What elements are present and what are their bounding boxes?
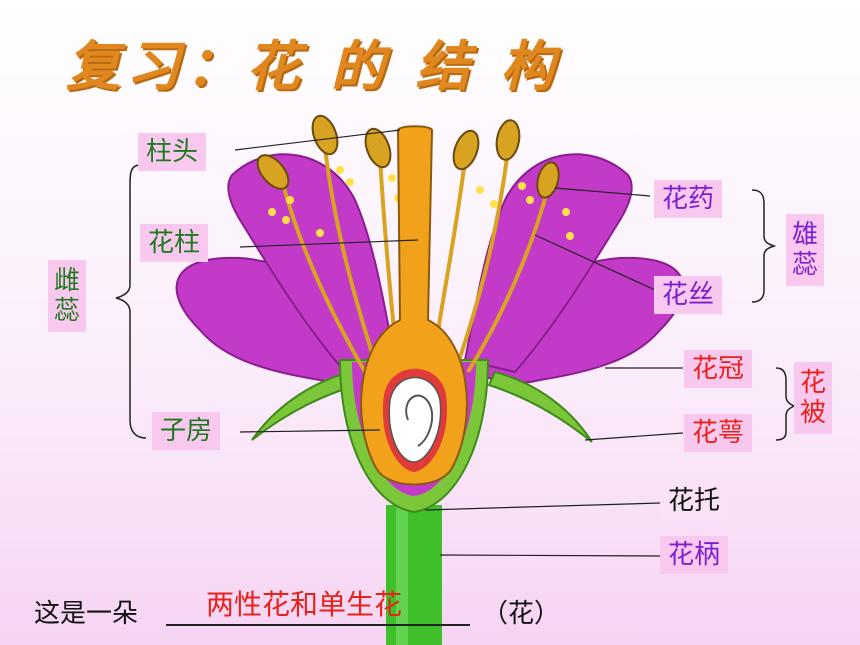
pedicel — [386, 505, 442, 645]
question-prefix: 这是一朵 — [34, 599, 139, 629]
answer-text: 两性花和单生花 — [206, 588, 403, 621]
answer-blank — [166, 588, 470, 626]
label-pistil: 雌蕊 — [48, 260, 86, 332]
label-perianth: 花被 — [794, 362, 832, 434]
sepal-right — [487, 370, 593, 443]
label-corolla: 花冠 — [684, 350, 753, 388]
question-suffix: （花） — [482, 599, 561, 629]
label-stigma: 柱头 — [138, 133, 207, 171]
filaments — [280, 147, 550, 374]
label-calyx: 花萼 — [684, 414, 753, 452]
label-anther: 花药 — [654, 180, 723, 218]
label-style: 花柱 — [140, 224, 209, 262]
label-pedicel: 花柄 — [660, 536, 729, 574]
label-stamen: 雄蕊 — [786, 214, 824, 286]
anthers — [256, 114, 560, 199]
ovule — [388, 376, 442, 463]
label-filament: 花丝 — [654, 276, 723, 314]
page-title: 复习：花 的 结 构 — [66, 34, 561, 98]
label-receptacle: 花托 — [660, 482, 729, 520]
petal-inner-right — [463, 153, 633, 374]
leader-lines — [234, 129, 684, 557]
label-ovary: 子房 — [152, 412, 221, 450]
